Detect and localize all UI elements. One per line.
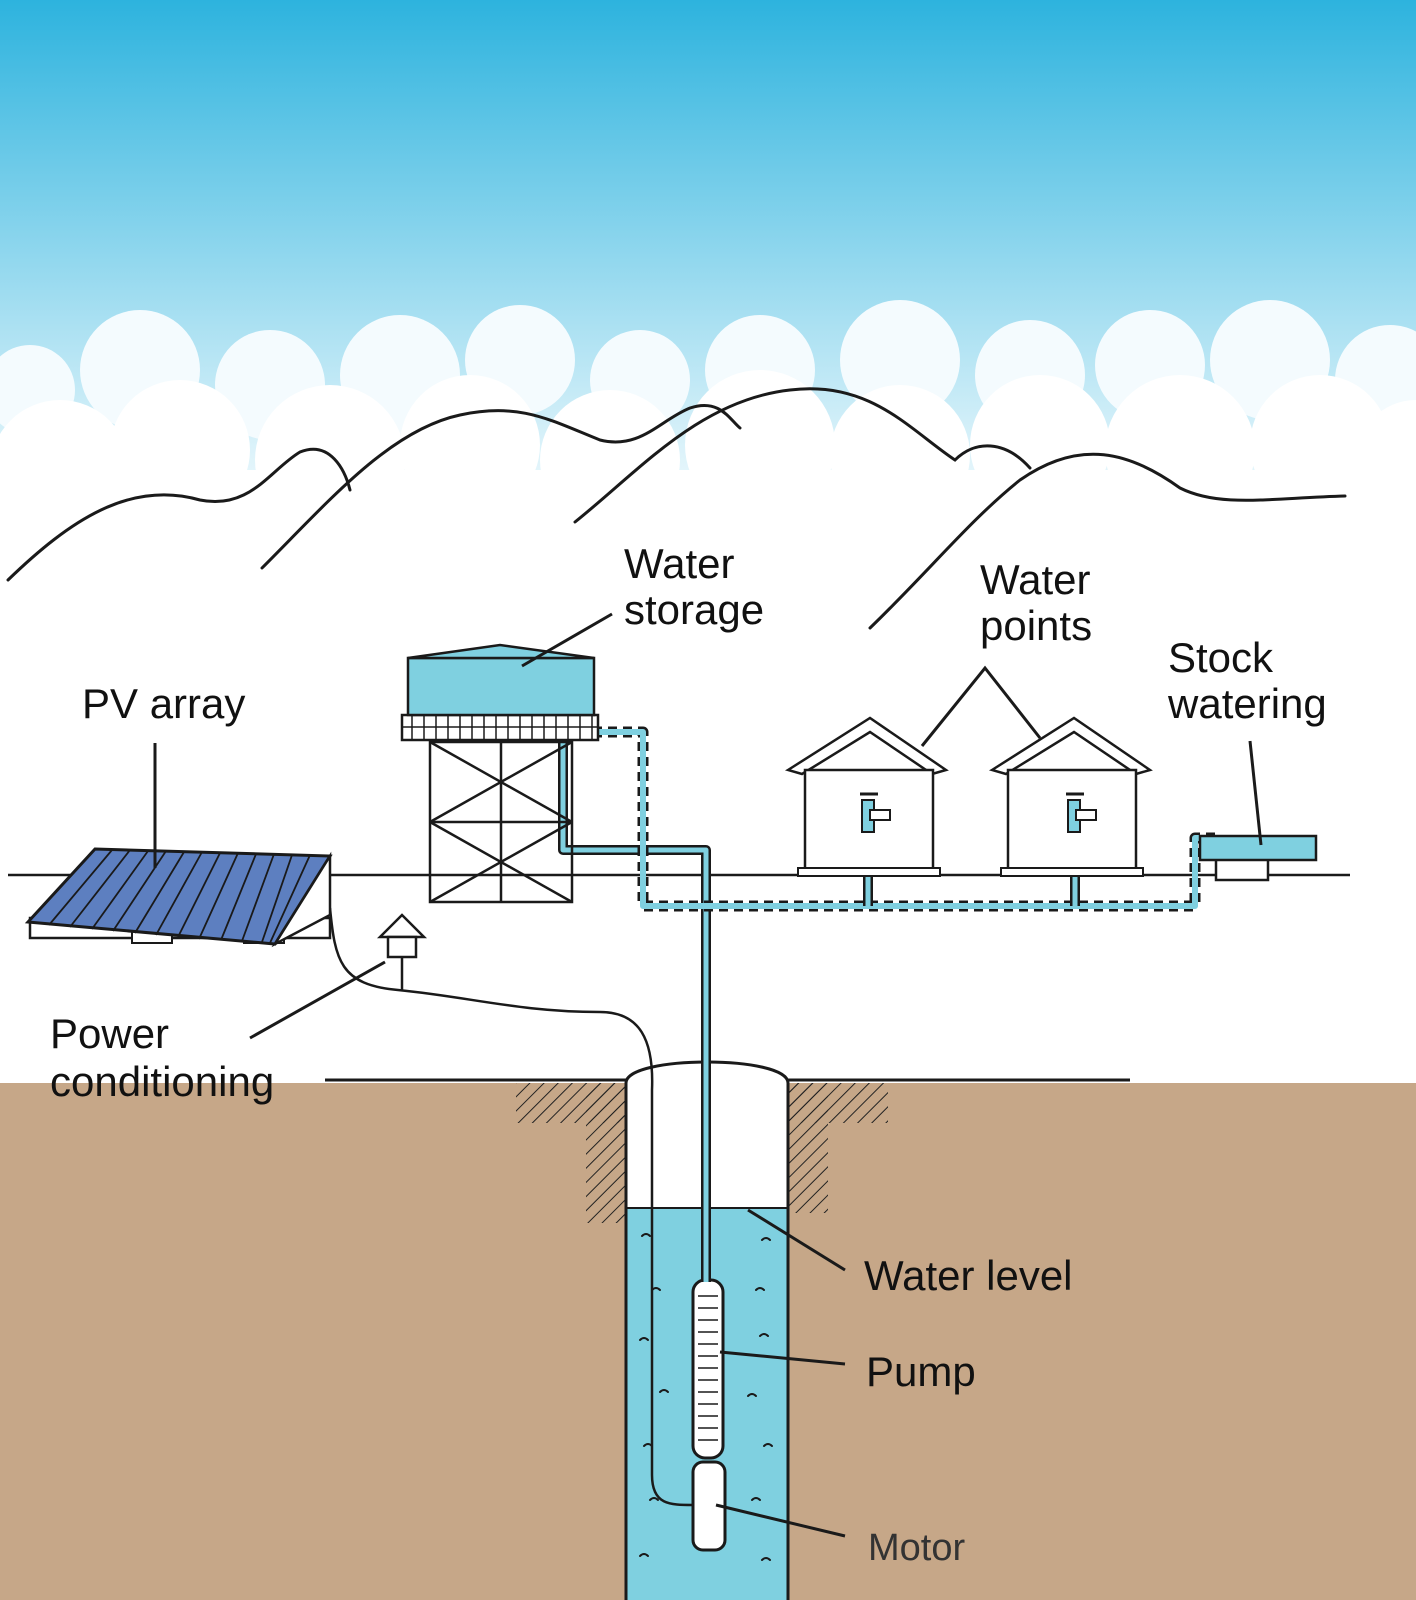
label-water-level: Water level: [864, 1252, 1073, 1299]
water-point-house-1: [784, 716, 949, 877]
label-pump: Pump: [866, 1348, 976, 1395]
label-water-storage-line1: Water: [624, 540, 734, 587]
label-motor: Motor: [868, 1527, 965, 1569]
label-stock-watering-line1: Stock: [1168, 634, 1274, 681]
label-water-points-line1: Water: [980, 556, 1090, 603]
power-conditioning-unit: [376, 913, 428, 990]
label-stock-watering-line2: watering: [1167, 680, 1327, 727]
leader-lines: [153, 612, 1263, 1538]
label-water-points-line2: points: [980, 602, 1092, 649]
power-cable: [328, 907, 694, 1507]
stock-watering-trough: [1198, 834, 1318, 882]
pv-array: [24, 847, 333, 948]
label-pv-array: PV array: [82, 680, 245, 727]
label-power-conditioning-line1: Power: [50, 1010, 169, 1057]
labels: Water storage Water points Stock waterin…: [50, 540, 1327, 1569]
mountains: [6, 387, 1347, 630]
label-power-conditioning-line2: conditioning: [50, 1058, 274, 1105]
tap-icon: [860, 792, 891, 833]
water-point-house-2: [988, 716, 1153, 877]
label-water-storage-line2: storage: [624, 586, 764, 633]
pump: [691, 1278, 725, 1460]
tap-icon: [1066, 792, 1097, 833]
storage-tank: [406, 656, 596, 717]
water-storage-tower: [400, 643, 600, 904]
